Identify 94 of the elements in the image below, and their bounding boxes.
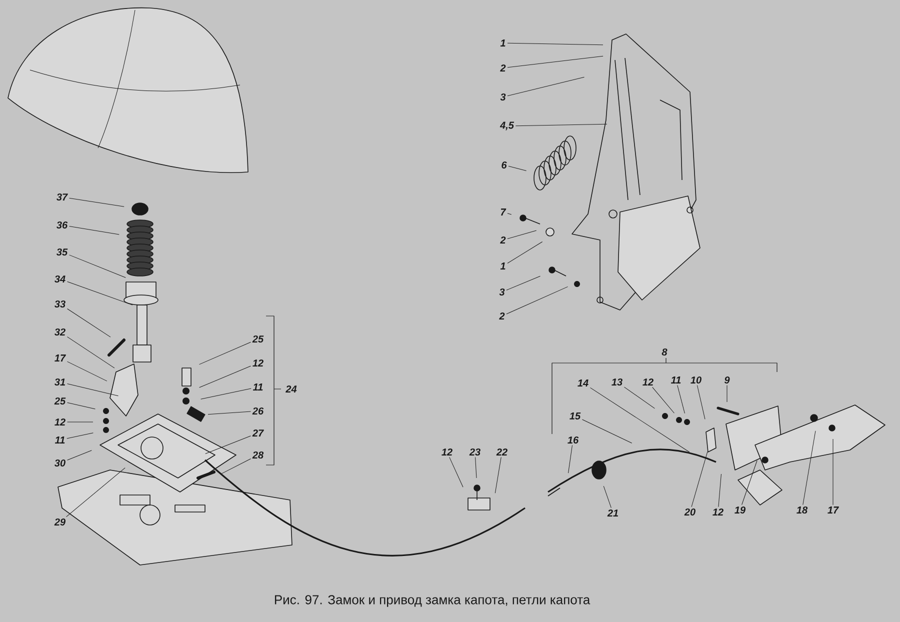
leader-line bbox=[66, 432, 94, 439]
leader-line bbox=[742, 460, 758, 506]
callout-number: 8 bbox=[662, 348, 668, 356]
callout-number: 9 bbox=[724, 376, 730, 384]
leader-line bbox=[507, 241, 543, 264]
callout-number: 7 bbox=[500, 208, 506, 216]
leader-line bbox=[506, 286, 568, 314]
leader-line bbox=[624, 386, 655, 409]
leader-line bbox=[494, 456, 502, 494]
leader-line bbox=[449, 456, 464, 488]
callout-number: 32 bbox=[54, 328, 66, 336]
leader-line bbox=[507, 76, 585, 96]
callout-number: 15 bbox=[570, 412, 581, 420]
leader-line bbox=[67, 308, 111, 338]
leader-line bbox=[507, 42, 604, 46]
callout-number: 30 bbox=[54, 459, 66, 467]
leader-line bbox=[69, 198, 124, 207]
callout-number: 25 bbox=[54, 397, 66, 405]
callout-number: 4,5 bbox=[500, 122, 514, 130]
leader-line bbox=[568, 445, 572, 474]
callout-number: 33 bbox=[54, 300, 66, 308]
callout-number: 1 bbox=[500, 40, 506, 46]
leader-line bbox=[67, 336, 115, 368]
leader-line bbox=[718, 474, 722, 508]
callout-number: 22 bbox=[496, 448, 508, 456]
caption: Рис. 97. Замок и привод замка капота, петли капота bbox=[274, 595, 590, 607]
callout-number: 29 bbox=[54, 518, 66, 526]
leader-line bbox=[67, 402, 96, 410]
leader-line bbox=[67, 281, 133, 306]
leader-line bbox=[200, 388, 252, 400]
callout-number: 21 bbox=[607, 510, 618, 516]
leader-line bbox=[220, 458, 251, 474]
callout-number: 14 bbox=[578, 380, 588, 386]
callout-number: 11 bbox=[252, 384, 263, 390]
callout-number: 27 bbox=[252, 430, 264, 436]
callout-number: 3 bbox=[500, 93, 506, 101]
callout-number: 19 bbox=[734, 506, 746, 514]
leader-line bbox=[677, 384, 685, 414]
leader-line bbox=[652, 386, 674, 414]
leader-line bbox=[802, 430, 816, 506]
leader-line bbox=[69, 254, 126, 278]
leader-line bbox=[832, 438, 834, 506]
callout-number: 10 bbox=[690, 376, 702, 384]
callout-number: 23 bbox=[469, 448, 480, 456]
leader-line bbox=[66, 468, 126, 518]
callout-number: 11 bbox=[54, 436, 65, 444]
leader-line bbox=[507, 56, 604, 68]
leader-line bbox=[67, 384, 118, 396]
leader-line bbox=[507, 230, 537, 239]
callout-number: 2 bbox=[500, 64, 506, 72]
callout-number: 34 bbox=[54, 275, 66, 283]
leader-line bbox=[69, 226, 120, 235]
leader-line bbox=[691, 451, 708, 508]
callout-number: 31 bbox=[54, 378, 66, 386]
leader-line bbox=[199, 366, 251, 388]
leader-line bbox=[508, 166, 527, 171]
callout-number: 12 bbox=[252, 360, 264, 366]
callout-number: 36 bbox=[56, 221, 68, 229]
callout-number: 12 bbox=[642, 378, 654, 386]
callout-number: 17 bbox=[54, 354, 66, 362]
leader-line bbox=[582, 419, 632, 444]
leader-line bbox=[603, 486, 612, 508]
leader-line bbox=[205, 436, 251, 454]
leader-line bbox=[696, 385, 706, 420]
leader-line bbox=[475, 457, 477, 478]
callout-number: 18 bbox=[796, 506, 808, 514]
leader-line bbox=[67, 361, 108, 382]
callout-number: 16 bbox=[568, 436, 579, 444]
callout-number: 26 bbox=[252, 407, 264, 415]
callout-number: 20 bbox=[684, 508, 696, 516]
callout-number: 12 bbox=[54, 418, 66, 426]
callout-number: 17 bbox=[828, 506, 839, 514]
callout-number: 25 bbox=[252, 335, 264, 343]
callout-number: 13 bbox=[612, 378, 622, 386]
callout-number: 2 bbox=[499, 312, 505, 320]
leader-line bbox=[515, 124, 608, 126]
callout-number: 3 bbox=[499, 288, 505, 296]
leader-line bbox=[726, 385, 728, 402]
callout-number: 12 bbox=[712, 508, 724, 516]
leader-line bbox=[208, 411, 251, 415]
callout-number: 11 bbox=[670, 376, 681, 384]
callout-number: 6 bbox=[502, 161, 507, 169]
leader-line bbox=[507, 213, 512, 215]
leader-line bbox=[67, 450, 92, 460]
callout-number: 2 bbox=[500, 236, 506, 244]
callout-number: 28 bbox=[252, 451, 264, 459]
leader-line bbox=[590, 387, 690, 452]
callout-number: 37 bbox=[56, 193, 68, 201]
callout-number: 1 bbox=[500, 262, 506, 270]
callout-number: 12 bbox=[442, 448, 452, 456]
leader-line bbox=[506, 276, 540, 290]
callout-number: 24 bbox=[286, 386, 297, 392]
callout-number: 35 bbox=[56, 248, 68, 256]
leader-line bbox=[199, 342, 251, 365]
